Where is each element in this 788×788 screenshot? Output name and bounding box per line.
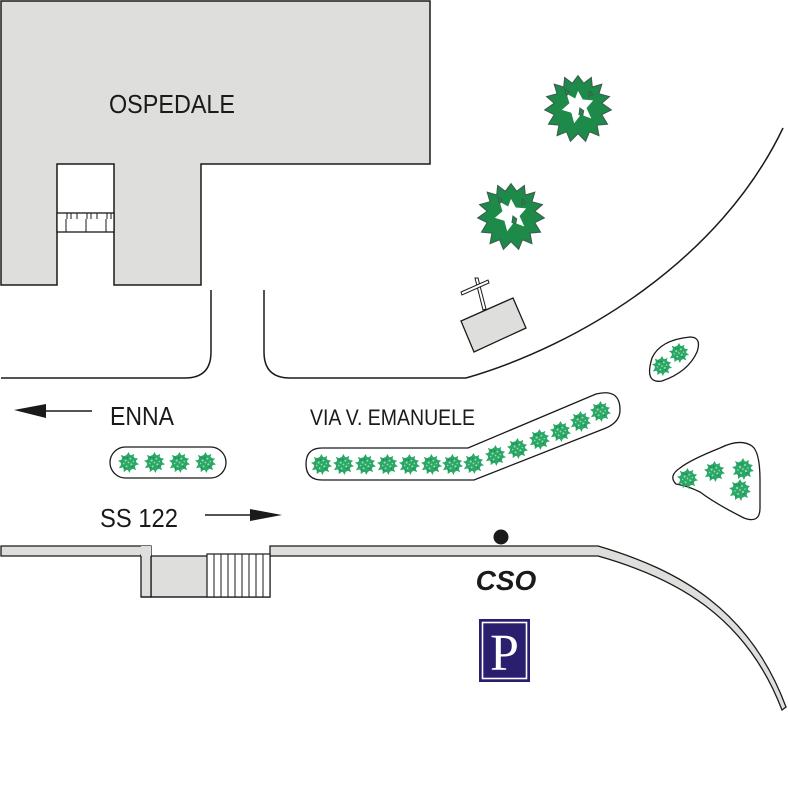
road-number-label: SS 122: [100, 503, 178, 533]
tree-icon: [477, 183, 545, 250]
stairs: [206, 553, 271, 598]
tree-icon: [544, 75, 612, 142]
sidewalk: [0, 545, 787, 712]
cso-marker: CSO: [476, 529, 537, 596]
arrow-left-icon: [14, 404, 46, 418]
enna-label: ENNA: [110, 401, 175, 431]
arrow-right-icon: [250, 509, 282, 521]
road-edges: [1, 127, 784, 379]
ss122-direction: SS 122: [100, 503, 282, 533]
median-via-emanuele: [305, 392, 621, 481]
church: [460, 277, 527, 353]
enna-direction: ENNA: [14, 401, 175, 431]
hospital-building: OSPEDALE: [0, 0, 431, 286]
parking-sign: P: [479, 619, 530, 682]
median-enna: [109, 446, 227, 479]
street-name-label: VIA V. EMANUELE: [310, 405, 475, 430]
cso-label: CSO: [476, 565, 537, 596]
hospital-label: OSPEDALE: [109, 89, 235, 119]
island-triangle: [672, 441, 761, 521]
island-small: [648, 336, 700, 382]
cross-icon: [460, 277, 490, 311]
parking-icon: P: [490, 625, 519, 682]
location-dot-icon: [493, 529, 509, 545]
